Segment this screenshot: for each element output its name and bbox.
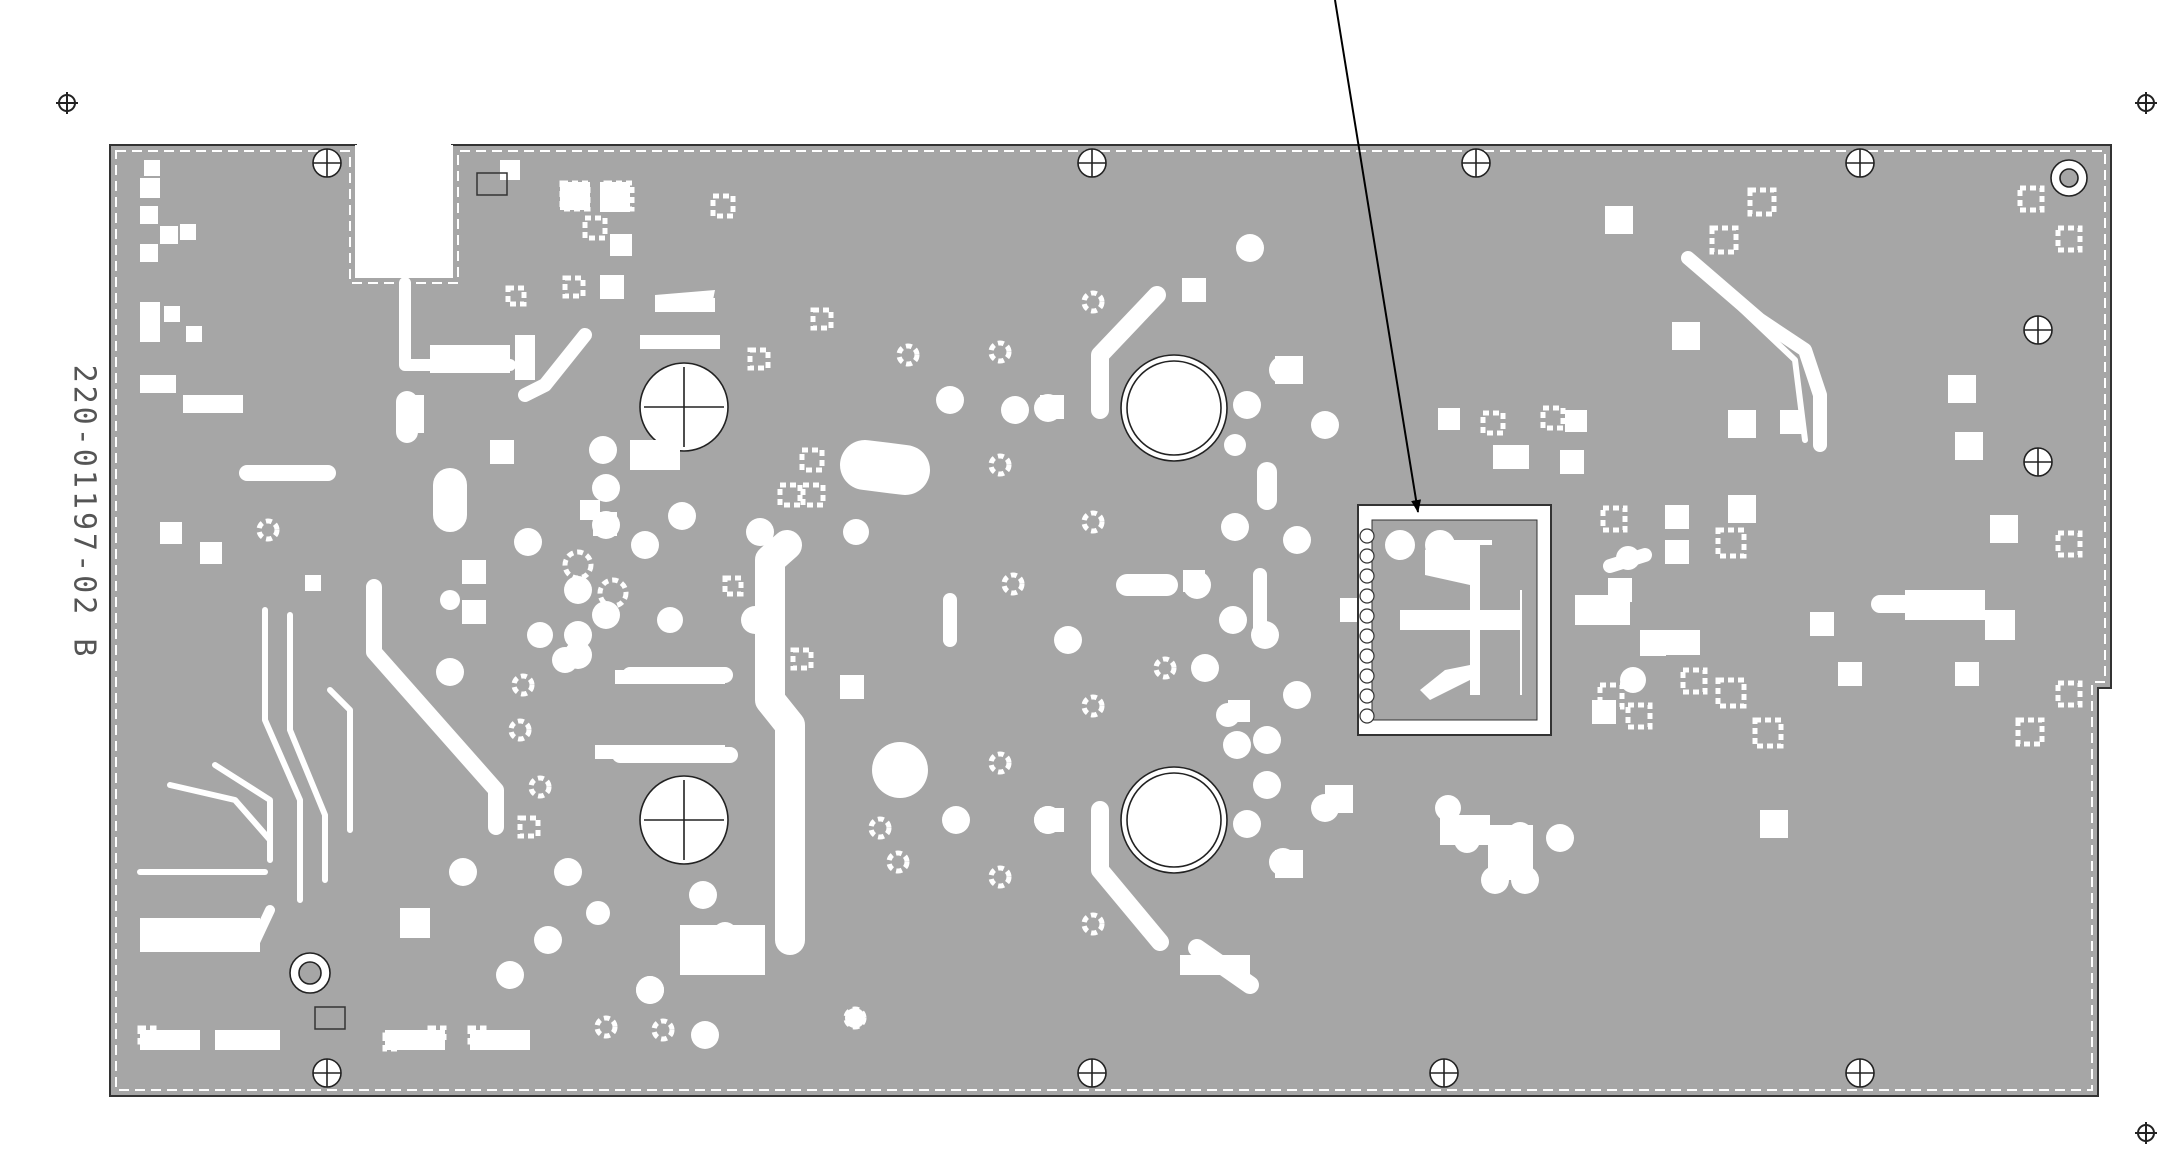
mounting-hole-icon <box>313 1059 341 1087</box>
mounting-hole-icon <box>2051 160 2087 196</box>
mounting-hole-icon <box>1078 1059 1106 1087</box>
mounting-hole-icon <box>1846 149 1874 177</box>
mounting-hole-icon <box>1430 1059 1458 1087</box>
mounting-hole-icon <box>313 149 341 177</box>
mounting-hole-icon <box>2024 316 2052 344</box>
mounting-hole-icon <box>2024 448 2052 476</box>
registration-mark-icon <box>56 92 78 114</box>
mounting-hole-icon <box>1846 1059 1874 1087</box>
mounting-hole-icon <box>290 953 330 993</box>
capacitor-left-top <box>640 363 728 451</box>
transformer-top <box>1121 355 1227 461</box>
registration-mark-icon <box>2135 92 2157 114</box>
registration-mark-icon <box>2135 1122 2157 1144</box>
transformer-bottom <box>1121 767 1227 873</box>
mounting-hole-icon <box>1078 149 1106 177</box>
part-number-label: 220-01197-02 B <box>67 365 102 660</box>
bridge-rectifier <box>1358 505 1551 735</box>
capacitor-left-bottom <box>640 776 728 864</box>
mounting-hole-icon <box>1462 149 1490 177</box>
